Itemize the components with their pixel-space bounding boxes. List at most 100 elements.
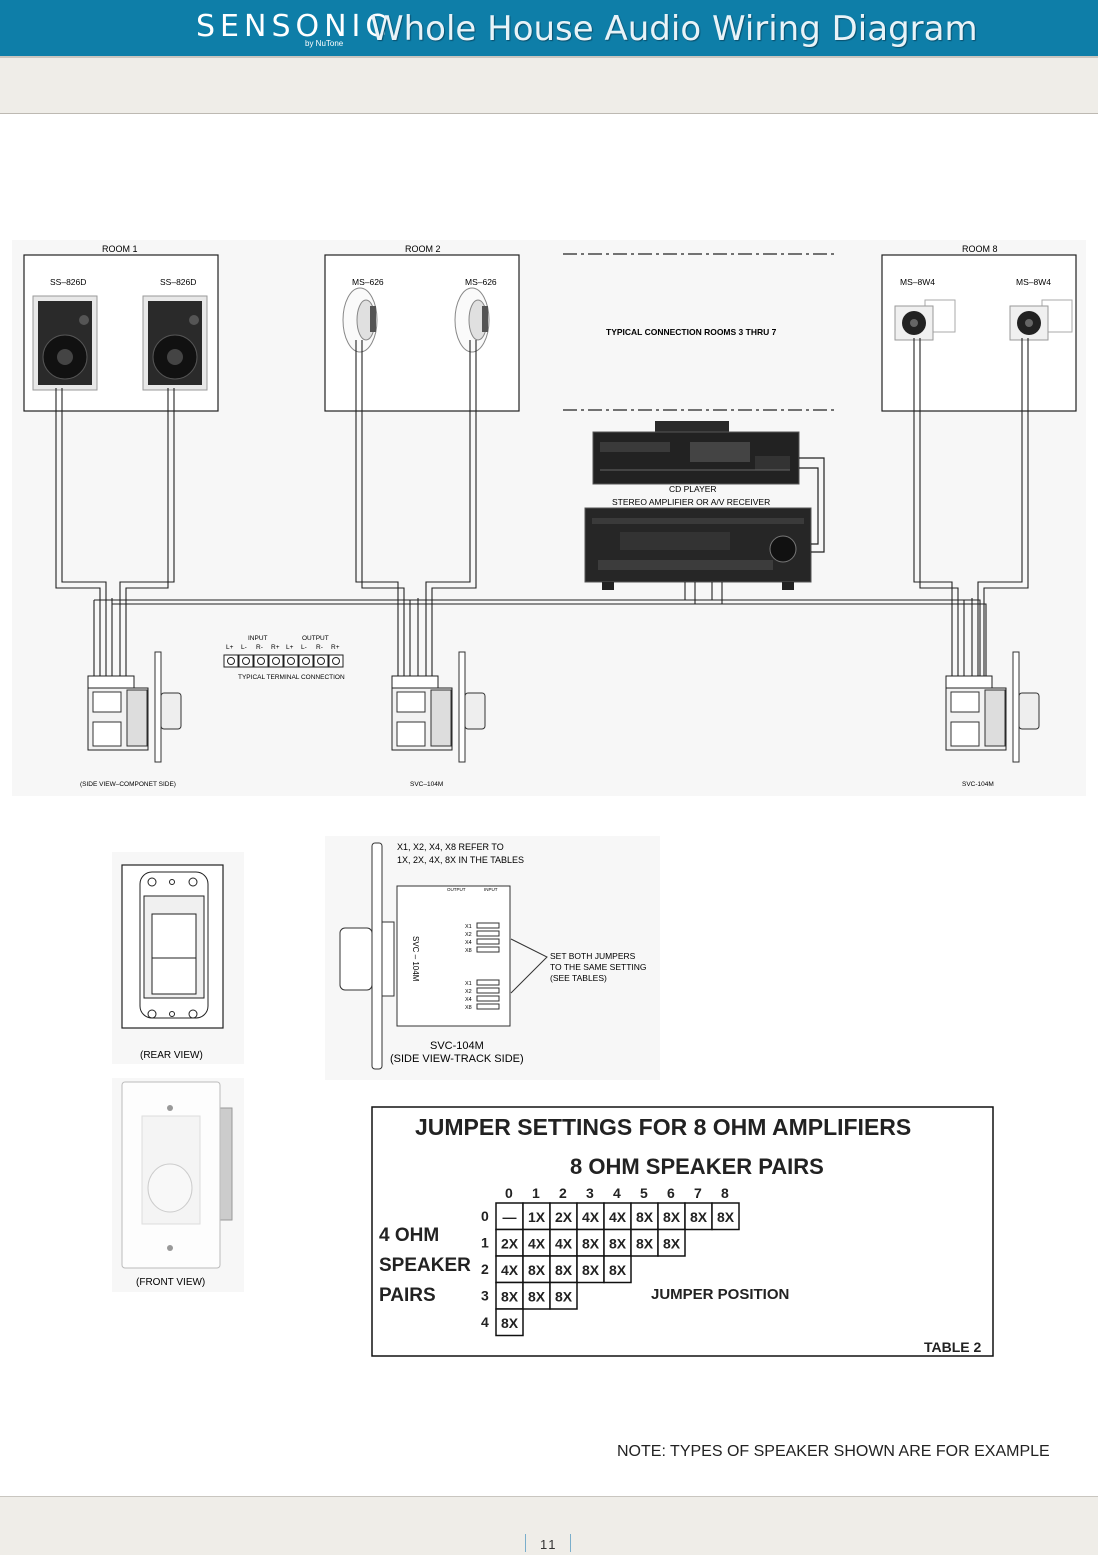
ceiling-speaker-icon (454, 287, 490, 353)
table-cell-box (603, 1255, 632, 1284)
speaker-note: NOTE: TYPES OF SPEAKER SHOWN ARE FOR EXA… (617, 1443, 1050, 1460)
table-cell-box (495, 1308, 524, 1337)
table-cell: 8X (636, 1209, 654, 1225)
wiring-diagram: ROOM 1 ROOM 2 ROOM 8 SS–826D SS–826D MS–… (23, 244, 1077, 788)
table-cell: 4X (501, 1262, 519, 1278)
track-output-header: OUTPUT (447, 887, 466, 892)
terminal-screw-head (272, 657, 280, 665)
table-cell-box (711, 1202, 740, 1231)
page-number: 11 (540, 1537, 558, 1552)
terminal-screw-head (332, 657, 340, 665)
table-cell-box (522, 1281, 551, 1310)
terminal-screw-head (257, 657, 265, 665)
table-cell: 2X (501, 1236, 519, 1252)
terminal-pin-label: R+ (271, 644, 280, 651)
terminal-strip (223, 654, 344, 668)
terminal-screw-head (317, 657, 325, 665)
table-cell-box (495, 1202, 524, 1231)
front-view-caption: (FRONT VIEW) (136, 1277, 205, 1288)
row-label: 3 (481, 1288, 489, 1304)
terminal-screw (268, 654, 284, 668)
control-caption-2: SVC–104M (410, 781, 443, 788)
table-cell: — (503, 1209, 517, 1225)
table-cell: 8X (663, 1236, 681, 1252)
terminal-screw (238, 654, 254, 668)
jumper-note-line2: TO THE SAME SETTING (550, 962, 647, 972)
rear-view-caption: (REAR VIEW) (140, 1050, 203, 1061)
room-1-label: ROOM 1 (102, 244, 138, 254)
terminal-pin-label: R- (256, 644, 263, 651)
table-title: JUMPER SETTINGS FOR 8 OHM AMPLIFIERS (415, 1114, 911, 1140)
room-1-speaker-a-label: SS–826D (50, 277, 86, 287)
table-cell: 2X (555, 1209, 573, 1225)
table-cell-box (657, 1228, 686, 1257)
jumper-pin-label: X4 (465, 997, 472, 1003)
column-label: 5 (640, 1185, 648, 1201)
terminal-screw-head (227, 657, 235, 665)
jumper-pin (476, 946, 500, 953)
terminal-pin-label: L+ (226, 644, 234, 651)
table-cell: 8X (690, 1209, 708, 1225)
jumper-pin-label: X1 (465, 981, 472, 987)
terminal-screw (283, 654, 299, 668)
control-caption-1: (SIDE VIEW–COMPONET SIDE) (80, 781, 176, 788)
table-cell-box (630, 1202, 659, 1231)
table-cell: 8X (555, 1289, 573, 1305)
jumper-note-line3: (SEE TABLES) (550, 973, 607, 983)
table-cell: 4X (609, 1209, 627, 1225)
terminal-screw-head (302, 657, 310, 665)
column-label: 1 (532, 1185, 540, 1201)
table-cell-box (522, 1255, 551, 1284)
room-1-speaker-b-label: SS–826D (160, 277, 196, 287)
room-8-label: ROOM 8 (962, 244, 998, 254)
header-bar: SENSONIC by NuTone Whole House Audio Wir… (0, 0, 1098, 56)
table-number-label: TABLE 2 (924, 1339, 982, 1355)
jumper-pin-label: X1 (465, 924, 472, 930)
track-caption-view: (SIDE VIEW-TRACK SIDE) (390, 1053, 524, 1065)
ceiling-speaker-icon (342, 287, 378, 353)
room-8-speaker-b-label: MS–8W4 (1016, 277, 1051, 287)
jumper-pin (476, 922, 500, 929)
track-side-diagram: X1, X2, X4, X8 REFER TO 1X, 2X, 4X, 8X I… (325, 836, 660, 1080)
jumper-pin-label: X4 (465, 940, 472, 946)
cd-player-icon (592, 421, 800, 485)
volume-control-icon (945, 651, 1040, 763)
typical-connection-label: TYPICAL CONNECTION ROOMS 3 THRU 7 (606, 327, 777, 337)
table-cell-box (684, 1202, 713, 1231)
column-label: 6 (667, 1185, 675, 1201)
table-cell: 8X (555, 1262, 573, 1278)
room-8-speaker-a-label: MS–8W4 (900, 277, 935, 287)
table-cell: 8X (636, 1236, 654, 1252)
terminal-screw-head (242, 657, 250, 665)
jumper-pin (476, 979, 500, 986)
table-cell: 4X (528, 1236, 546, 1252)
amplifier-label: STEREO AMPLIFIER OR A/V RECEIVER (612, 497, 770, 507)
terminal-screw (313, 654, 329, 668)
table-cell: 8X (663, 1209, 681, 1225)
volume-control-icon (391, 651, 486, 763)
terminal-output-label: OUTPUT (302, 635, 329, 642)
column-label: 2 (559, 1185, 567, 1201)
refer-note-line1: X1, X2, X4, X8 REFER TO (397, 842, 504, 852)
jumper-settings-table: JUMPER SETTINGS FOR 8 OHM AMPLIFIERS 8 O… (371, 1106, 994, 1357)
header-subband (0, 56, 1098, 114)
model-vertical-label: SVC – 104M (411, 936, 420, 982)
terminal-pin-label: R- (316, 644, 323, 651)
row-label: 0 (481, 1208, 489, 1224)
table-cell: 8X (609, 1236, 627, 1252)
terminal-input-label: INPUT (248, 635, 268, 642)
terminal-pin-label: L- (241, 644, 247, 651)
jumper-pin (476, 987, 500, 994)
jumper-pin (476, 938, 500, 945)
brand-subtitle: by NuTone (305, 39, 344, 48)
room-2-label: ROOM 2 (405, 244, 441, 254)
table-cell: 8X (717, 1209, 735, 1225)
page-title: Whole House Audio Wiring Diagram (370, 9, 978, 49)
compact-speaker-icon (1009, 299, 1073, 341)
page-divider-right (570, 1534, 571, 1552)
terminal-screw (223, 654, 239, 668)
table-cell-box (576, 1228, 605, 1257)
